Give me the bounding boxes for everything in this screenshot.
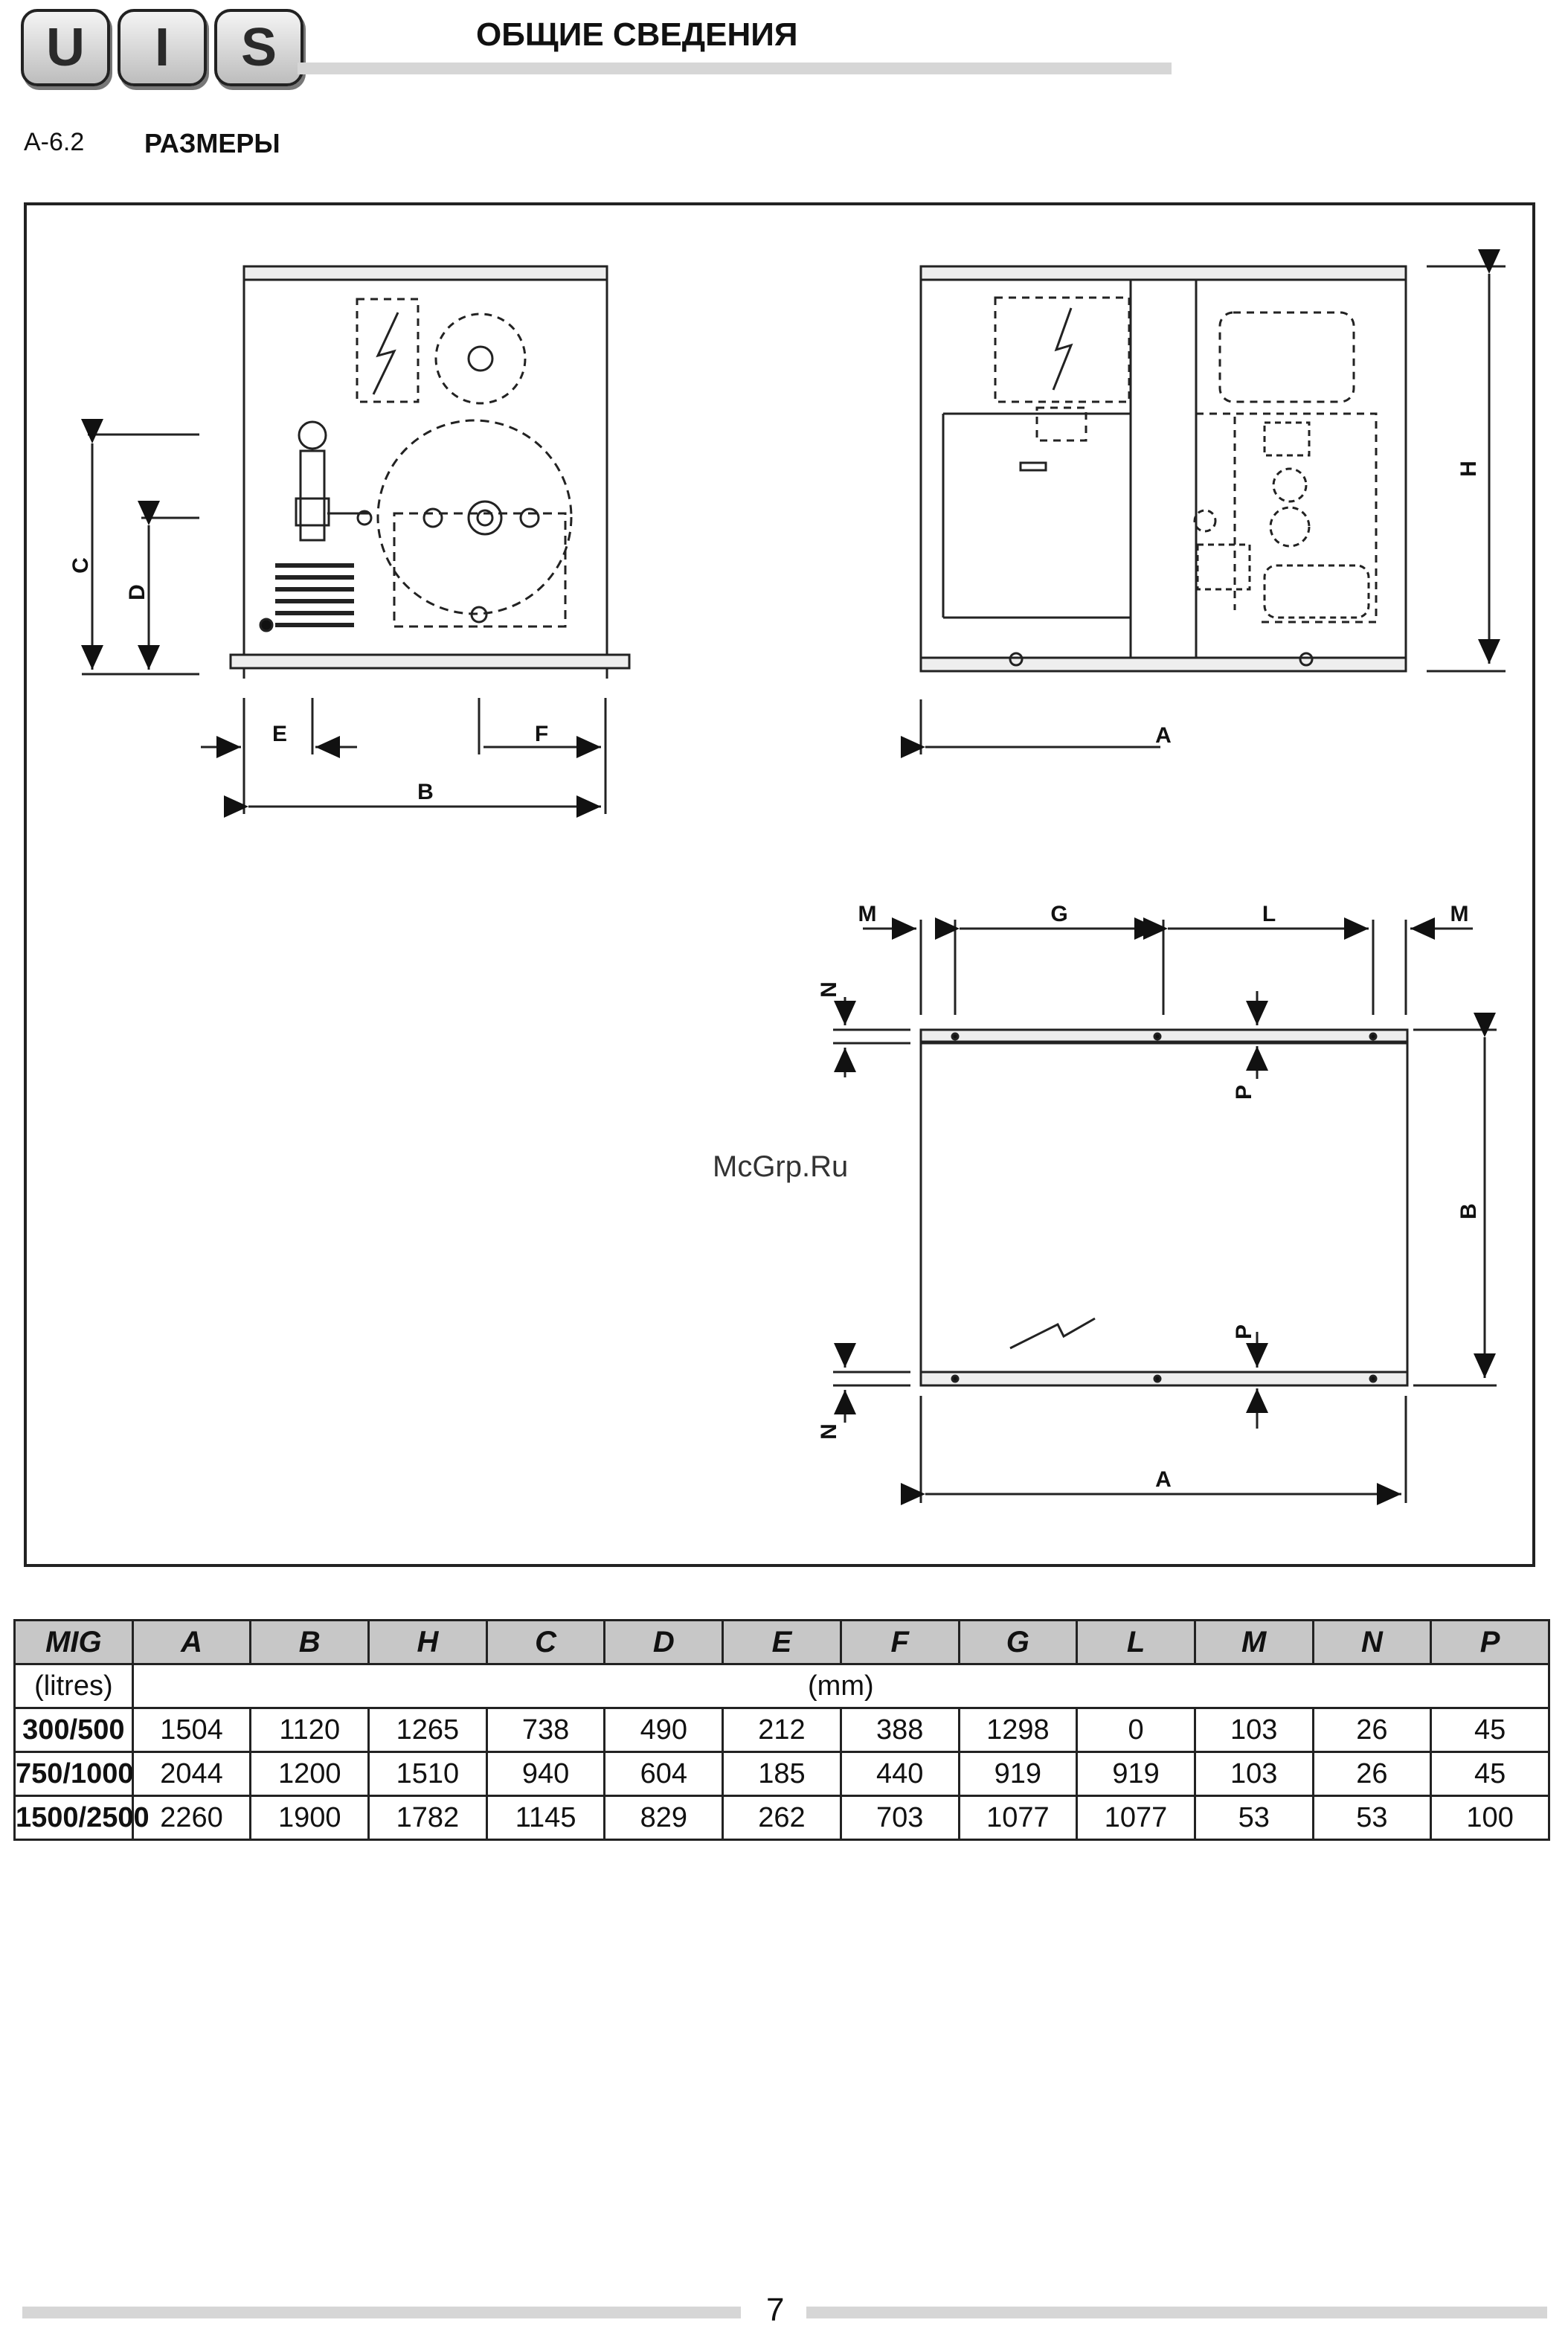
dim-label-f: F xyxy=(535,722,548,746)
table-header-cell: N xyxy=(1313,1621,1431,1664)
table-cell: 2044 xyxy=(132,1752,251,1796)
table-cell: 940 xyxy=(486,1752,605,1796)
front-view xyxy=(921,266,1406,671)
dim-label-p: P xyxy=(1232,1324,1256,1339)
table-cell: 1900 xyxy=(251,1796,369,1840)
dim-label-b: B xyxy=(417,780,434,804)
dim-label-m: M xyxy=(1450,902,1469,926)
dim-label-m: M xyxy=(858,902,877,926)
table-cell: 212 xyxy=(723,1708,841,1752)
table-header-cell: B xyxy=(251,1621,369,1664)
table-header-cell: MIG xyxy=(15,1621,133,1664)
table-cell: 1077 xyxy=(1077,1796,1195,1840)
table-cell: 185 xyxy=(723,1752,841,1796)
table-header-cell: G xyxy=(959,1621,1077,1664)
table-row: 1500/2500 2260 1900 1782 1145 829 262 70… xyxy=(15,1796,1549,1840)
table-cell: 604 xyxy=(605,1752,723,1796)
dim-label-n: N xyxy=(817,981,841,998)
footer-rule-right xyxy=(806,2307,1547,2318)
table-header-cell: H xyxy=(369,1621,487,1664)
table-cell: 1782 xyxy=(369,1796,487,1840)
table-cell: 1265 xyxy=(369,1708,487,1752)
footer-rule-left xyxy=(22,2307,741,2318)
table-cell: 103 xyxy=(1195,1752,1313,1796)
dimensions-table: MIG A B H C D E F G L M N P (litres) (mm… xyxy=(13,1619,1550,1841)
dim-label-d: D xyxy=(125,584,150,600)
table-cell: 2260 xyxy=(132,1796,251,1840)
dimension-drawing: C D E F B A H M G L M N P B P N A xyxy=(0,0,1568,1577)
table-header-cell: E xyxy=(723,1621,841,1664)
model-cell: 1500/2500 xyxy=(15,1796,133,1840)
side-view xyxy=(231,266,629,679)
table-cell: 1120 xyxy=(251,1708,369,1752)
table-cell: 919 xyxy=(1077,1752,1195,1796)
table-cell: 490 xyxy=(605,1708,723,1752)
table-header-cell: M xyxy=(1195,1621,1313,1664)
table-cell: 53 xyxy=(1195,1796,1313,1840)
table-cell: 103 xyxy=(1195,1708,1313,1752)
table-cell: 919 xyxy=(959,1752,1077,1796)
table-cell: 0 xyxy=(1077,1708,1195,1752)
dim-label-e: E xyxy=(272,722,287,746)
dim-label-l: L xyxy=(1262,902,1276,926)
table-cell: 1504 xyxy=(132,1708,251,1752)
table-row: 750/1000 2044 1200 1510 940 604 185 440 … xyxy=(15,1752,1549,1796)
table-cell: 26 xyxy=(1313,1708,1431,1752)
table-cell: 388 xyxy=(841,1708,959,1752)
table-cell: 53 xyxy=(1313,1796,1431,1840)
table-cell: 262 xyxy=(723,1796,841,1840)
dim-label-p: P xyxy=(1232,1085,1256,1100)
table-cell: 738 xyxy=(486,1708,605,1752)
units-label-cell: (litres) xyxy=(15,1664,133,1708)
table-header-cell: C xyxy=(486,1621,605,1664)
dim-label-c: C xyxy=(68,557,93,574)
dim-label-n: N xyxy=(817,1423,841,1440)
table-cell: 440 xyxy=(841,1752,959,1796)
table-header-cell: F xyxy=(841,1621,959,1664)
table-header-row: MIG A B H C D E F G L M N P xyxy=(15,1621,1549,1664)
page-number: 7 xyxy=(766,2292,784,2329)
dim-label-g: G xyxy=(1050,902,1067,926)
table-header-cell: A xyxy=(132,1621,251,1664)
dim-label-a: A xyxy=(1155,1467,1172,1492)
table-cell: 1200 xyxy=(251,1752,369,1796)
table-cell: 829 xyxy=(605,1796,723,1840)
table-row: 300/500 1504 1120 1265 738 490 212 388 1… xyxy=(15,1708,1549,1752)
table-cell: 1510 xyxy=(369,1752,487,1796)
model-cell: 300/500 xyxy=(15,1708,133,1752)
model-cell: 750/1000 xyxy=(15,1752,133,1796)
units-value-cell: (mm) xyxy=(132,1664,1549,1708)
table-cell: 1298 xyxy=(959,1708,1077,1752)
dim-label-a: A xyxy=(1155,723,1172,748)
table-header-cell: L xyxy=(1077,1621,1195,1664)
table-header-cell: P xyxy=(1431,1621,1549,1664)
table-cell: 1077 xyxy=(959,1796,1077,1840)
table-cell: 45 xyxy=(1431,1752,1549,1796)
table-units-row: (litres) (mm) xyxy=(15,1664,1549,1708)
dim-label-b: B xyxy=(1456,1203,1481,1220)
table-cell: 45 xyxy=(1431,1708,1549,1752)
table-cell: 703 xyxy=(841,1796,959,1840)
table-cell: 100 xyxy=(1431,1796,1549,1840)
plan-view xyxy=(921,1030,1407,1385)
watermark: McGrp.Ru xyxy=(713,1150,848,1184)
table-header-cell: D xyxy=(605,1621,723,1664)
table-cell: 1145 xyxy=(486,1796,605,1840)
table-cell: 26 xyxy=(1313,1752,1431,1796)
dim-label-h: H xyxy=(1456,461,1481,477)
